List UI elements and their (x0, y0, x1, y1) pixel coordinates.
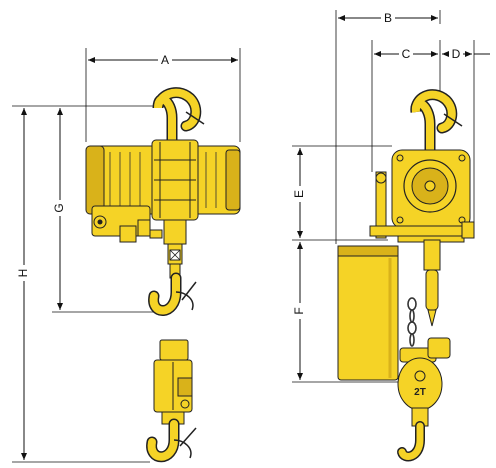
dimension-g: G (52, 105, 170, 313)
dimension-b: B (335, 10, 441, 244)
control-pendant (423, 239, 441, 327)
capacity-badge: 2T (414, 387, 426, 398)
dimension-c: C (371, 40, 441, 172)
dimension-b-label: B (384, 11, 392, 25)
dimension-e: E (292, 145, 392, 241)
left-hoist-view: A G H (12, 48, 241, 463)
dimension-d-label: D (452, 47, 461, 61)
dimension-a: A (85, 48, 241, 142)
bottom-hook-icon (146, 418, 197, 463)
dimension-d: D (442, 40, 490, 226)
top-hook-icon (152, 87, 205, 148)
bottom-block (153, 339, 193, 425)
pendant-lever (369, 171, 475, 239)
control-valve-assembly (91, 205, 163, 243)
dimension-g-label: G (52, 203, 66, 212)
motor-end-housing (391, 149, 471, 243)
right-bottom-hook-icon (397, 421, 425, 462)
hoist-motor-body (85, 139, 241, 221)
right-top-hook-icon (410, 89, 463, 158)
chain-outlet (163, 219, 187, 279)
dimension-f-label: F (292, 307, 306, 314)
right-hoist-view: B C D E (292, 10, 490, 462)
dimension-h: H (12, 105, 150, 463)
dimension-h-label: H (16, 269, 30, 278)
dimension-a-label: A (161, 53, 169, 67)
lower-hook-icon (148, 272, 197, 316)
dimension-c-label: C (402, 47, 411, 61)
dimension-e-label: E (292, 190, 306, 198)
right-bottom-block: 2T (397, 337, 451, 427)
load-chain (407, 297, 417, 347)
chain-container (337, 245, 399, 381)
dimension-f: F (292, 242, 408, 383)
